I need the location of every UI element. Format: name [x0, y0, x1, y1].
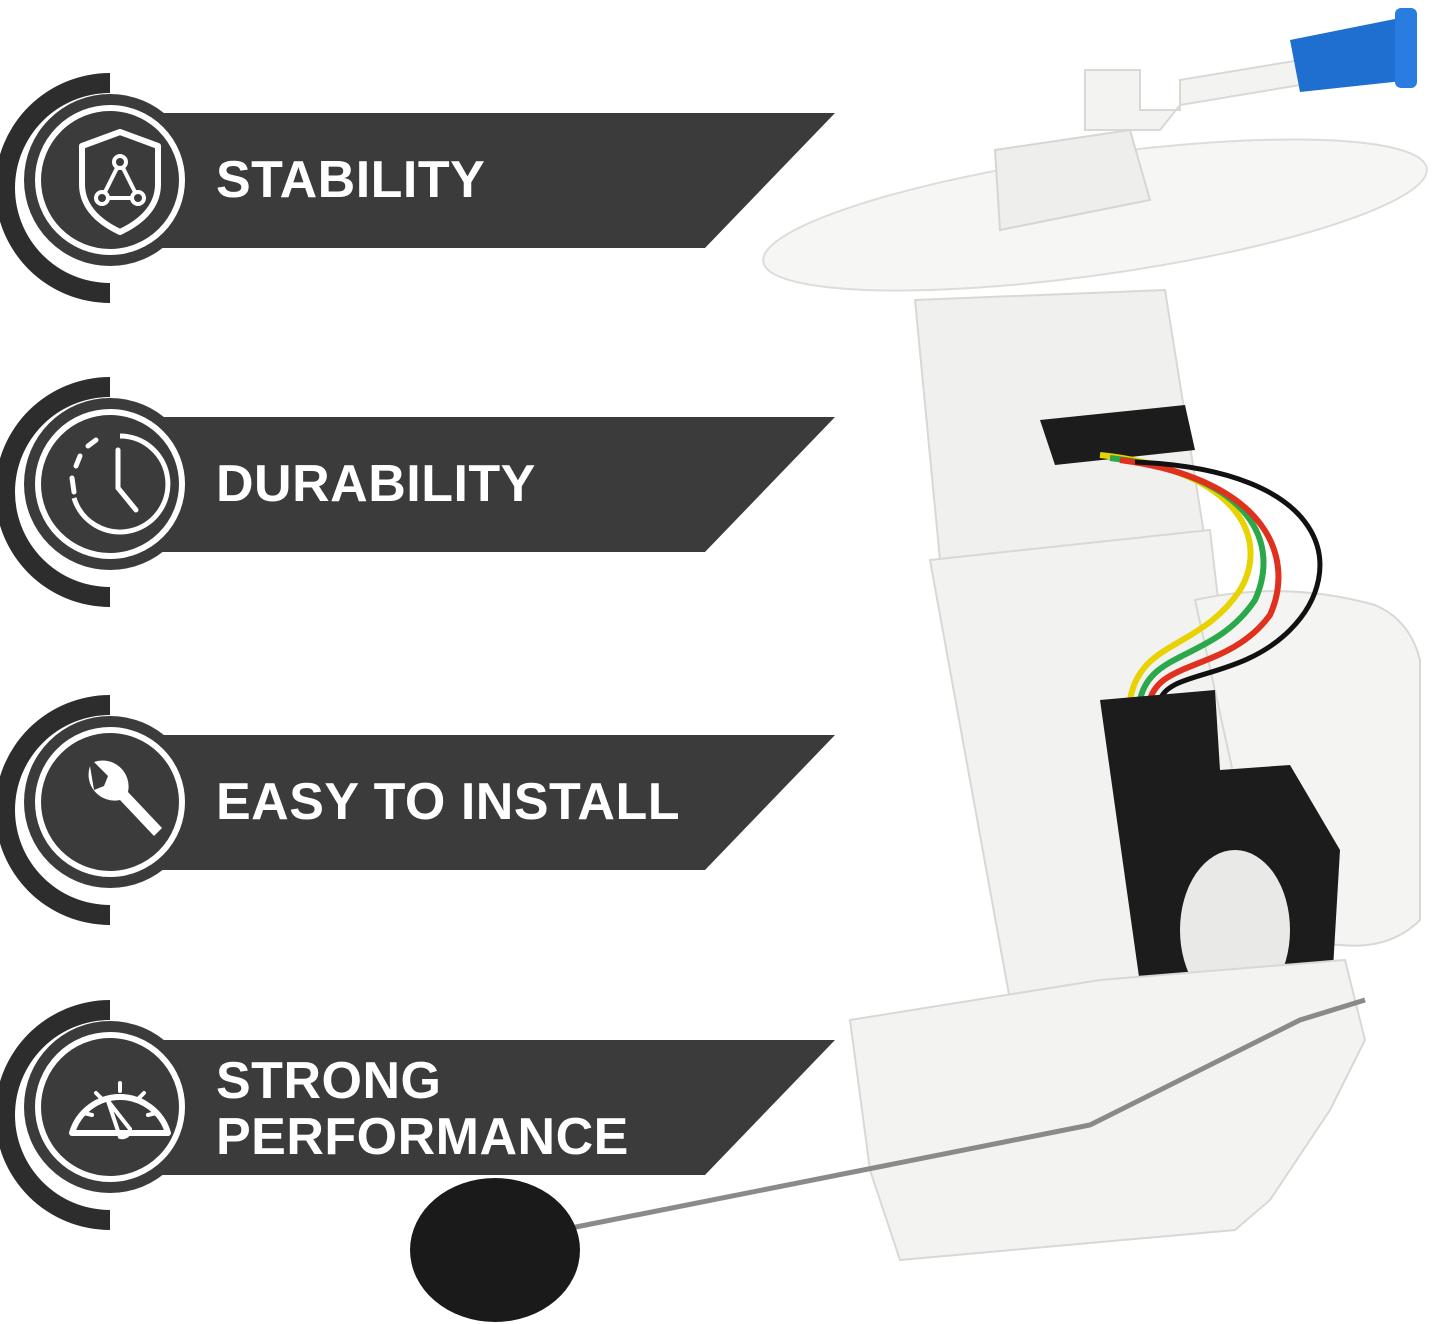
feature-label-line: DURABILITY: [216, 455, 536, 513]
feature-banner-3: EASY TO INSTALL: [0, 690, 840, 930]
feature-label-line: STABILITY: [216, 151, 486, 209]
fuel-pump-image: [410, 8, 1428, 1322]
banner-shape: [0, 377, 835, 607]
feature-banner-2: DURABILITY: [0, 372, 840, 612]
feature-label: DURABILITY: [216, 456, 536, 512]
feature-label-line: PERFORMANCE: [216, 1108, 629, 1166]
feature-label-line: STRONG: [216, 1052, 442, 1110]
shield-triangle-icon: [79, 129, 161, 235]
feature-label-line: EASY TO INSTALL: [216, 773, 680, 831]
feature-banner-1: STABILITY: [0, 68, 840, 308]
feature-label: EASY TO INSTALL: [216, 774, 680, 830]
feature-label: STABILITY: [216, 152, 485, 208]
banner-shape: [0, 695, 835, 925]
clock-icon: [69, 433, 171, 535]
speedometer-icon: [69, 1081, 171, 1140]
banner-shape: [0, 73, 835, 303]
wrench-icon: [88, 760, 162, 836]
banner-shape: [0, 1000, 835, 1230]
